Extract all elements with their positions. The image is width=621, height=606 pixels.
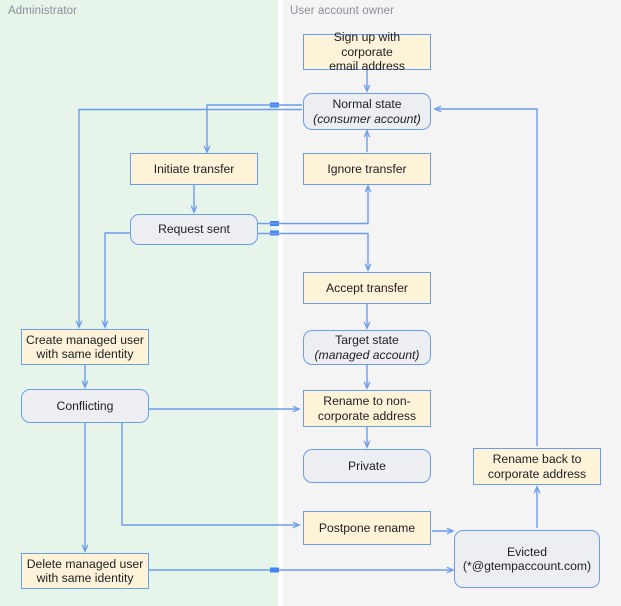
node-accept-transfer[interactable]: Accept transfer <box>303 272 431 304</box>
node-delete-managed-user[interactable]: Delete managed user with same identity <box>21 553 149 589</box>
node-conflicting[interactable]: Conflicting <box>21 389 149 423</box>
node-line-1: Delete managed user <box>26 556 144 571</box>
node-private[interactable]: Private <box>303 449 431 483</box>
node-line-1: Ignore transfer <box>327 161 407 176</box>
swimlane-label-administrator: Administrator <box>8 5 78 17</box>
node-line-1: Request sent <box>158 222 230 237</box>
node-line-1: Private <box>348 458 386 473</box>
node-line-2: (*@gtempaccount.com) <box>462 559 592 573</box>
node-request-sent[interactable]: Request sent <box>130 214 258 245</box>
node-line-1: Sign up with corporate <box>333 30 401 59</box>
node-line-1: Postpone rename <box>318 520 416 535</box>
node-line-2: corporate address <box>317 408 417 423</box>
swimlane-label-user-account-owner: User account owner <box>290 5 395 17</box>
node-line-1: Initiate transfer <box>153 161 235 176</box>
node-line-1: Rename back to <box>492 452 582 466</box>
node-line-2: with same identity <box>36 347 134 361</box>
node-line-2: with same identity <box>36 571 134 585</box>
node-line-1: Normal state <box>332 97 402 111</box>
node-initiate-transfer[interactable]: Initiate transfer <box>130 153 258 185</box>
node-sign-up[interactable]: Sign up with corporate email address <box>303 30 431 73</box>
node-normal-state[interactable]: Normal state (consumer account) <box>303 93 431 130</box>
node-line-2: (managed account) <box>314 347 420 362</box>
node-line-1: Create managed user <box>26 332 144 347</box>
node-create-managed-user[interactable]: Create managed user with same identity <box>21 329 149 365</box>
node-line-1: Rename to non- <box>323 394 411 408</box>
swimlane-administrator <box>0 0 278 606</box>
node-line-2: (consumer account) <box>313 111 421 126</box>
node-line-1: Conflicting <box>56 398 114 413</box>
node-evicted[interactable]: Evicted (*@gtempaccount.com) <box>454 530 600 588</box>
node-line-1: Evicted <box>507 544 547 559</box>
node-rename-back-to-corporate[interactable]: Rename back to corporate address <box>473 448 601 485</box>
node-ignore-transfer[interactable]: Ignore transfer <box>303 153 431 185</box>
node-line-2: corporate address <box>487 466 587 481</box>
node-line-1: Accept transfer <box>326 280 408 295</box>
node-line-2: email address <box>329 59 405 74</box>
node-line-1: Target state <box>335 333 399 347</box>
node-target-state[interactable]: Target state (managed account) <box>303 330 431 365</box>
node-postpone-rename[interactable]: Postpone rename <box>303 511 431 545</box>
node-rename-to-non-corporate[interactable]: Rename to non- corporate address <box>303 390 431 427</box>
